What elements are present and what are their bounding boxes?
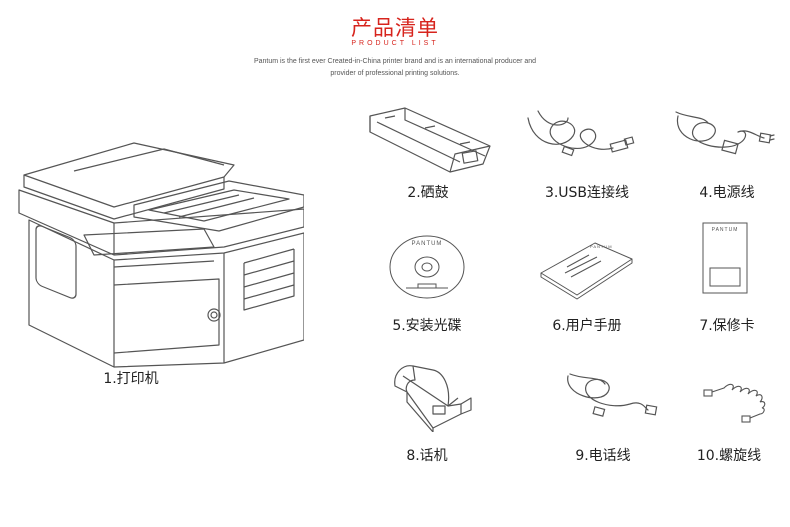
item-label-coiled-cord: 10.螺旋线 bbox=[696, 448, 762, 464]
usb-cable-icon bbox=[523, 106, 635, 162]
item-label-power: 4.电源线 bbox=[699, 185, 755, 201]
telephone-handset-icon bbox=[393, 358, 473, 432]
item-label-disc: 5.安装光碟 bbox=[392, 318, 462, 334]
page-description: Pantum is the first ever Created-in-Chin… bbox=[195, 56, 595, 80]
user-manual-icon bbox=[537, 237, 635, 301]
card-brand-text: PANTUM bbox=[711, 227, 739, 233]
power-cord-icon bbox=[668, 108, 776, 162]
item-label-warranty: 7.保修卡 bbox=[699, 318, 755, 334]
disc-brand-text: PANTUM bbox=[411, 241, 443, 247]
item-label-printer: 1.打印机 bbox=[103, 371, 159, 387]
printer-icon bbox=[14, 135, 304, 370]
page-subtitle: PRODUCT LIST bbox=[351, 40, 439, 47]
coiled-cord-icon bbox=[702, 378, 772, 426]
item-label-usb: 3.USB连接线 bbox=[544, 185, 630, 201]
phone-line-icon bbox=[560, 370, 660, 420]
description-line-1: Pantum is the first ever Created-in-Chin… bbox=[253, 58, 537, 65]
item-label-toner: 2.硒鼓 bbox=[407, 185, 449, 201]
toner-cartridge-icon bbox=[365, 104, 495, 176]
item-label-handset: 8.话机 bbox=[406, 448, 448, 464]
item-label-manual: 6.用户手册 bbox=[552, 318, 622, 334]
description-line-2: provider of professional printing soluti… bbox=[330, 70, 460, 77]
page-title: 产品清单 bbox=[351, 16, 439, 40]
install-disc-icon bbox=[388, 234, 466, 300]
item-label-phone-line: 9.电话线 bbox=[575, 448, 631, 464]
manual-brand-text: PANTUM bbox=[590, 244, 613, 249]
warranty-card-icon bbox=[702, 222, 748, 294]
